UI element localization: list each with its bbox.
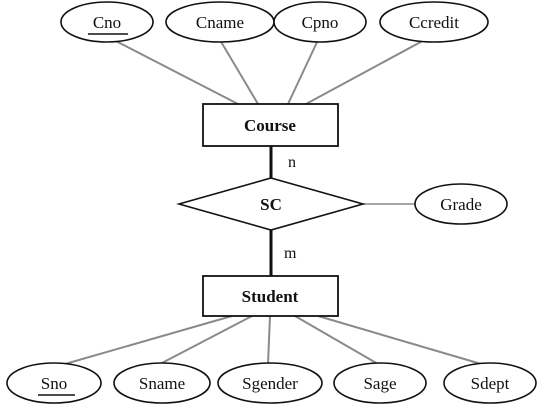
attribute-grade-label: Grade: [440, 195, 482, 214]
attribute-sage: Sage: [333, 362, 427, 404]
entity-course: Course: [202, 103, 339, 147]
attribute-cno: Cno: [60, 1, 154, 43]
attribute-cname: Cname: [165, 1, 275, 43]
cardinality-n: n: [288, 154, 296, 171]
attribute-cname-label: Cname: [196, 13, 244, 32]
connector-cname-course: [219, 39, 259, 105]
attribute-sno: Sno: [6, 362, 102, 404]
attribute-cpno: Cpno: [273, 1, 367, 43]
attribute-sage-label: Sage: [363, 374, 396, 393]
connector-sno-student: [57, 315, 233, 367]
attribute-sgender: Sgender: [217, 362, 323, 404]
entity-course-label: Course: [244, 116, 296, 135]
attribute-sno-label: Sno: [41, 374, 67, 393]
connector-cpno-course: [287, 39, 319, 105]
attribute-ccredit: Ccredit: [379, 1, 489, 43]
attribute-ccredit-label: Ccredit: [409, 13, 459, 32]
connector-sgender-student: [267, 315, 271, 365]
attribute-sdept-label: Sdept: [471, 374, 510, 393]
attribute-cpno-label: Cpno: [302, 13, 339, 32]
connector-sage-student: [294, 315, 379, 365]
connector-sdept-student: [317, 315, 489, 367]
cardinality-m: m: [284, 245, 297, 262]
entity-student-label: Student: [242, 287, 299, 306]
connector-ccredit-course: [305, 37, 429, 105]
attribute-sname-label: Sname: [139, 374, 185, 393]
attribute-sgender-label: Sgender: [242, 374, 298, 393]
relationship-sc-label: SC: [260, 195, 282, 214]
connector-cno-course: [109, 37, 239, 105]
attribute-sname: Sname: [113, 362, 211, 404]
attribute-grade: Grade: [414, 183, 508, 225]
relationship-sc: SC: [176, 177, 366, 231]
entity-student: Student: [202, 275, 339, 317]
connector-sname-student: [159, 315, 253, 365]
attribute-sdept: Sdept: [443, 362, 537, 404]
attribute-cno-label: Cno: [93, 13, 121, 32]
